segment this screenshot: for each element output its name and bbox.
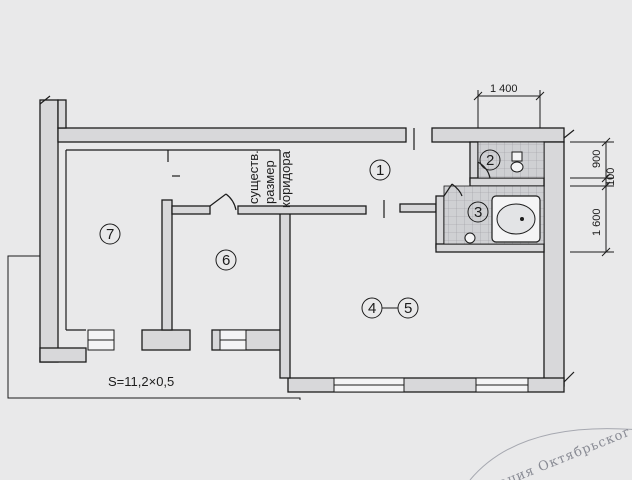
wall-bottom-7b bbox=[141, 329, 191, 351]
door-bathroom bbox=[443, 183, 463, 197]
bathtub bbox=[491, 195, 541, 243]
corridor-note-line1: существ. bbox=[246, 150, 261, 204]
dim-right-1600: 1 600 bbox=[591, 208, 603, 236]
wall-corridor-mid bbox=[237, 205, 367, 215]
room-5-label: 5 bbox=[404, 300, 412, 317]
wc-tiles bbox=[477, 141, 545, 179]
wall-partition-7-6 bbox=[161, 199, 173, 331]
sink bbox=[464, 232, 476, 244]
wall-corridor-6 bbox=[171, 205, 211, 215]
room-2-label: 2 bbox=[486, 152, 494, 169]
wall-wc-bottom bbox=[469, 177, 545, 187]
wall-left bbox=[39, 99, 59, 363]
wall-partition-6-4 bbox=[279, 207, 291, 379]
wall-top-right bbox=[431, 127, 565, 143]
wall-bath-left bbox=[435, 195, 445, 249]
area-note: S=11,2×0,5 bbox=[108, 374, 174, 389]
toilet bbox=[510, 151, 524, 173]
wall-bottom-7a bbox=[39, 347, 87, 363]
inner-lines bbox=[65, 128, 415, 331]
wall-bath-bottom bbox=[435, 243, 545, 253]
wall-top-stub bbox=[57, 99, 67, 129]
dim-right-900: 900 bbox=[591, 150, 603, 168]
room-3-label: 3 bbox=[474, 204, 482, 221]
windows bbox=[87, 329, 529, 393]
wall-corridor-right bbox=[399, 203, 437, 213]
room-1-label: 1 bbox=[376, 162, 384, 179]
room-4-label: 4 bbox=[368, 300, 376, 317]
dimension-lines bbox=[473, 90, 614, 257]
corridor-note-line3: коридора bbox=[278, 150, 293, 208]
room-6-label: 6 bbox=[222, 252, 230, 269]
door-room6 bbox=[209, 193, 237, 211]
extension-outline bbox=[7, 255, 301, 400]
wall-ticks bbox=[39, 95, 575, 383]
wall-right bbox=[543, 141, 565, 387]
wall-wc-top bbox=[469, 141, 479, 183]
room-labels bbox=[99, 149, 501, 319]
room-7-label: 7 bbox=[106, 226, 114, 243]
corridor-note-line2: размер bbox=[262, 160, 277, 204]
dim-right-100: 100 bbox=[605, 168, 617, 186]
wall-top-left bbox=[57, 127, 407, 143]
dim-top-1400: 1 400 bbox=[490, 83, 518, 95]
